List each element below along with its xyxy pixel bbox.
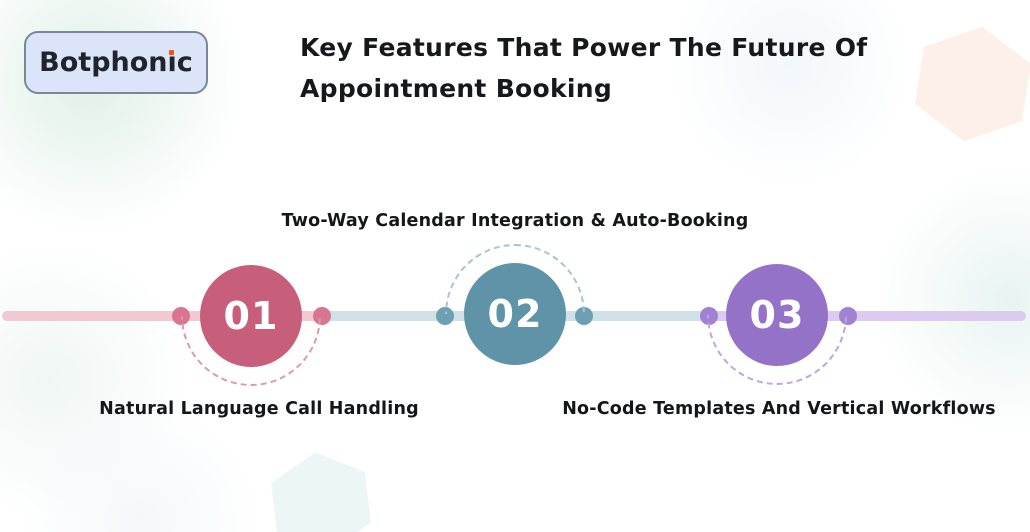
page-title: Key Features That Power The Future Of Ap… — [300, 27, 867, 109]
step-label-1: Natural Language Call Handling — [99, 399, 419, 419]
hexagon-decoration-bottom — [260, 446, 382, 532]
step-label-2: Two-Way Calendar Integration & Auto-Book… — [281, 211, 749, 231]
background-blob-bottom-left — [10, 410, 270, 532]
step-number-2: 02 — [487, 292, 543, 336]
step-number-1: 01 — [223, 294, 279, 338]
logo-letter-i: ı — [167, 47, 177, 78]
step-label-3: No-Code Templates And Vertical Workflows — [562, 399, 996, 419]
timeline-segment-purple — [709, 311, 1026, 321]
step-circle-3: 03 — [726, 264, 828, 366]
background-blob-right — [870, 160, 1030, 440]
logo-i-dot — [168, 50, 174, 55]
step-circle-1: 01 — [200, 265, 302, 367]
page-title-line2: Appointment Booking — [300, 74, 613, 103]
hexagon-decoration-top-right — [902, 17, 1030, 151]
background-blob-left — [0, 240, 190, 520]
timeline-segment-pink — [2, 311, 322, 321]
logo-text-after-i: c — [176, 47, 193, 78]
step-number-3: 03 — [749, 293, 805, 337]
page-title-line1: Key Features That Power The Future Of — [300, 33, 868, 62]
step-circle-2: 02 — [464, 263, 566, 365]
logo-text-before-i: Botphon — [39, 47, 168, 78]
